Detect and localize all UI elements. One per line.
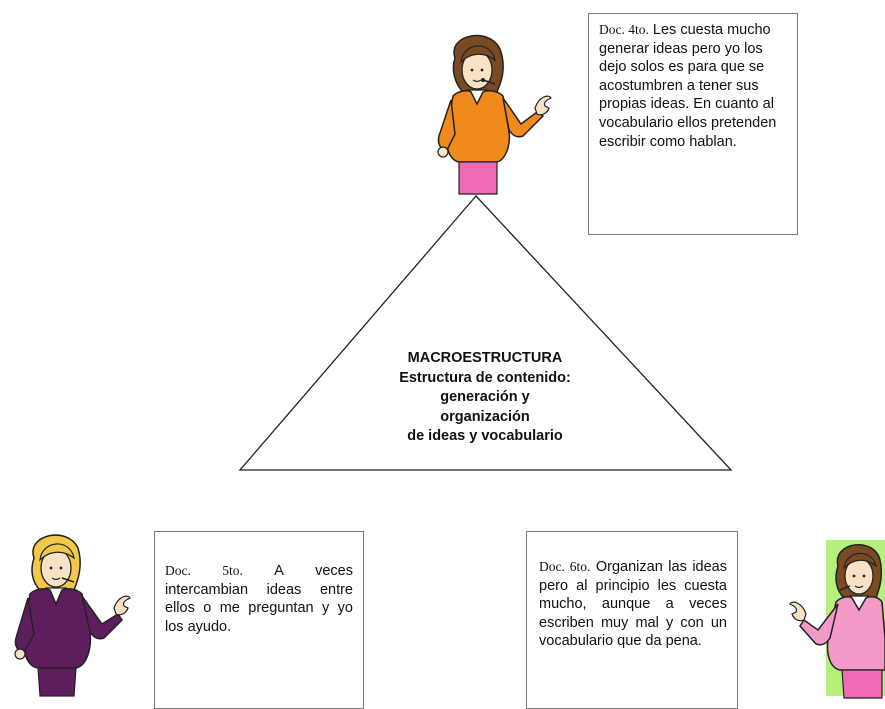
quote-4to-lead: Doc. 4to. <box>599 22 649 37</box>
teacher-6to-figure <box>789 544 885 699</box>
triangle-title: MACROESTRUCTURA <box>407 350 563 366</box>
triangle-line-5: de ideas y vocabulario <box>407 428 563 444</box>
quote-4to-text: Les cuesta mucho generar ideas pero yo l… <box>599 22 777 150</box>
quote-box-6to: Doc. 6to. Organizan las ideas pero al pr… <box>526 531 738 709</box>
quote-box-4to: Doc. 4to. Les cuesta mucho generar ideas… <box>588 13 798 235</box>
quote-box-5to: Doc. 5to. A veces intercambian ideas ent… <box>154 531 364 709</box>
teacher-5to-figure <box>14 534 131 697</box>
triangle-line-2: Estructura de contenido: <box>399 369 571 386</box>
triangle-line-3: generación y <box>440 389 530 405</box>
triangle-label: MACROESTRUCTURA Estructura de contenido:… <box>345 349 625 447</box>
quote-5to-text: A veces intercambian ideas entre ellos o… <box>165 563 353 635</box>
teacher-4to-figure <box>437 34 552 195</box>
quote-6to-lead: Doc. 6to. <box>539 559 591 574</box>
quote-5to-lead: Doc. 5to. <box>165 563 243 578</box>
triangle-line-4: organización <box>440 408 530 425</box>
quote-6to-text: Organizan las ideas pero al principio le… <box>539 559 727 650</box>
